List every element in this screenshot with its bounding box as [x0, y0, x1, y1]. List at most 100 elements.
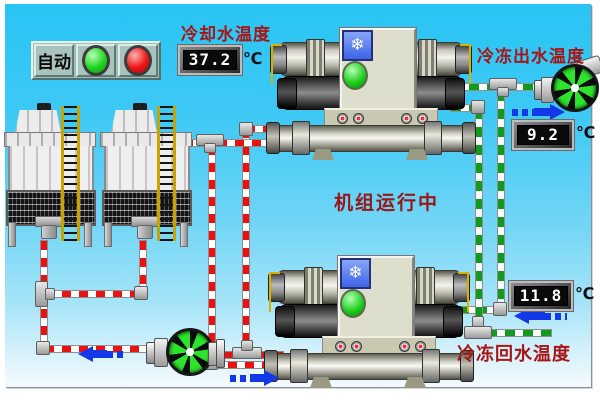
pressure-gauge: [335, 341, 346, 352]
tower-top-housing: [15, 110, 61, 133]
condenser-flange: [424, 121, 442, 155]
pipe-riser-supply: [242, 128, 250, 354]
cooling-water-temp-display: 37.2: [178, 45, 242, 75]
chiller-foot: [312, 149, 334, 160]
pipe-fitting-elbow: [493, 302, 507, 316]
conduit: [271, 44, 282, 84]
tower-vent-cap: [37, 103, 51, 111]
chiller-foot: [310, 377, 332, 388]
tower-ladder: [61, 106, 80, 241]
mode-label: 自动: [37, 53, 71, 72]
chiller-run-light: [342, 61, 368, 90]
pump-flange: [216, 339, 225, 368]
chiller-control-box: ❄: [340, 28, 416, 112]
pipe-fitting-elbow: [239, 122, 253, 136]
tower-body: [8, 146, 94, 190]
impeller-icon: [551, 64, 599, 112]
chilled-water-pump[interactable]: [534, 54, 600, 112]
evaporator-end-cap: [275, 306, 295, 337]
tower-leg: [8, 222, 16, 247]
pipe-fitting-elbow: [36, 341, 50, 355]
conduit: [460, 44, 471, 84]
tower-leg: [180, 222, 188, 247]
tower-outlet-cap: [137, 225, 153, 239]
tower-leg: [84, 222, 92, 247]
chilled-outlet-temp-display: 9.2: [512, 120, 574, 150]
unit-status-text: 机组运行中: [334, 193, 440, 214]
pipe-fitting-stem: [204, 143, 216, 153]
chiller-run-light: [340, 289, 366, 318]
pipe-chilled-riser-1: [497, 90, 505, 308]
flow-arrow-left-icon: [78, 346, 127, 362]
mode-panel: 自动: [31, 41, 161, 80]
evaporator-end-cap: [277, 78, 297, 109]
tower-rim: [100, 132, 192, 147]
chiller-foot: [404, 377, 426, 388]
pressure-gauge: [401, 113, 412, 124]
chilled-return-temp-value: 11.8: [514, 286, 568, 306]
condenser-flange: [292, 121, 310, 155]
flow-arrow-left-icon: [514, 308, 567, 324]
cooling-water-temp-value: 37.2: [183, 50, 237, 70]
pressure-gauge: [399, 341, 410, 352]
chiller-unit-1: ❄: [266, 20, 476, 161]
compressor-flange: [306, 39, 325, 79]
pipe-fitting-stem: [241, 340, 253, 351]
tower-rim: [4, 132, 96, 147]
compressor-flange: [416, 267, 435, 307]
chiller-screen-icon[interactable]: ❄: [340, 258, 371, 289]
chiller-foot: [406, 149, 428, 160]
celsius-unit: ℃: [576, 125, 596, 142]
chiller-unit-2: ❄: [264, 248, 474, 389]
chilled-outlet-temp-label: 冷冻出水温度: [477, 47, 585, 66]
pressure-gauge: [417, 113, 428, 124]
flow-arrow-right-icon: [230, 370, 279, 386]
pipe-fitting-elbow: [134, 286, 148, 300]
tower-vent-cap: [133, 103, 147, 111]
mode-label-cell: 自动: [34, 44, 74, 77]
cooling-tower-1: [4, 103, 98, 247]
celsius-unit: ℃: [575, 286, 595, 303]
impeller-icon: [166, 328, 214, 376]
pipe-tower-header: [44, 290, 146, 298]
gauge-strip: [322, 336, 436, 356]
pipe-fitting-elbow: [471, 100, 485, 114]
pressure-gauge: [351, 341, 362, 352]
celsius-unit: ℃: [243, 51, 263, 68]
stop-button-cell: [118, 44, 158, 77]
pressure-gauge: [415, 341, 426, 352]
evaporator-end-cap: [443, 306, 463, 337]
evaporator-end-cap: [445, 78, 465, 109]
pipe-chilled-riser-2: [475, 108, 483, 330]
tower-outlet-cap: [41, 225, 57, 239]
flow-arrow-right-icon: [512, 104, 565, 120]
cooling-water-temp-label: 冷却水温度: [181, 25, 271, 44]
tower-body: [104, 146, 190, 190]
condenser-flange: [422, 349, 440, 383]
conduit: [458, 272, 469, 312]
chiller-control-box: ❄: [338, 256, 414, 340]
run-indicator-button[interactable]: [82, 45, 110, 76]
run-button-cell: [76, 44, 116, 77]
pressure-gauge: [337, 113, 348, 124]
pipe-fitting-stem: [45, 288, 55, 300]
condenser-end-cap: [460, 350, 474, 382]
condenser-flange: [290, 349, 308, 383]
compressor-flange: [418, 39, 437, 79]
tower-top-housing: [111, 110, 157, 133]
pressure-gauge: [353, 113, 364, 124]
conduit: [269, 272, 280, 312]
condenser-end-cap: [266, 122, 280, 154]
cooling-tower-2: [100, 103, 194, 247]
chilled-return-temp-display: 11.8: [509, 281, 573, 311]
stop-indicator-button[interactable]: [124, 45, 152, 76]
chilled-return-temp-label: 冷冻回水温度: [457, 344, 571, 364]
chiller-screen-icon[interactable]: ❄: [342, 30, 373, 61]
condenser-end-cap: [462, 122, 476, 154]
chilled-outlet-temp-value: 9.2: [517, 125, 569, 145]
condenser-water-pump[interactable]: [146, 326, 225, 376]
pipe-fitting-stem: [497, 87, 509, 97]
compressor-flange: [304, 267, 323, 307]
tower-leg: [104, 222, 112, 247]
